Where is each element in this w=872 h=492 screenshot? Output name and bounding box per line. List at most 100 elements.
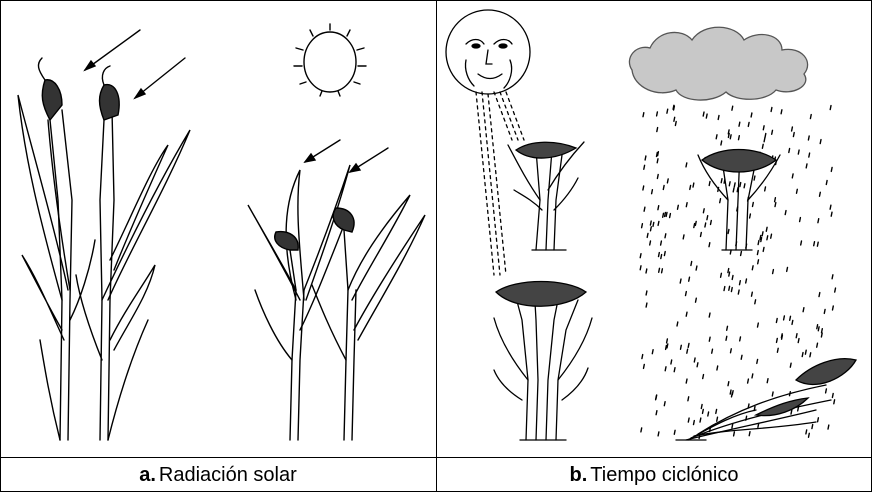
rain-drop [679,344,683,350]
rain-drop [699,231,702,238]
rain-drop [651,349,654,355]
rain-drop [670,359,673,365]
rain-drop [728,271,731,277]
rain-drop [731,423,734,429]
rain-drop [738,280,741,286]
rain-drop [760,236,763,243]
rain-drop [731,274,734,281]
table-border-center [436,0,437,492]
rain-drop [811,423,814,430]
rain-drop [776,347,779,353]
sun-ray-arrow [348,147,389,174]
rain-drop [655,111,659,117]
rain-drop [660,268,664,274]
rain-drop [790,126,794,132]
rice-plant-large-lower [493,280,593,441]
rain-drop [657,431,660,437]
rain-drop [682,234,685,240]
rain-drop [731,105,734,111]
rain-drop [719,197,722,204]
rain-drop [673,367,676,373]
sun-ray-arrow [83,29,141,72]
rice-plant-upright-right [697,148,781,251]
rain-drop [756,358,759,365]
rain-drop [800,240,803,246]
rain-drop [797,337,800,344]
rain-drop [649,226,653,232]
rain-drop [740,354,743,360]
rain-drop [819,138,822,145]
sun-icon [293,23,367,97]
rain-drop [694,297,697,303]
rain-drop [823,308,826,315]
rain-drop [692,182,695,188]
rain-drop [763,137,766,143]
rain-drop [774,201,777,208]
sun-face-icon [445,9,531,95]
rain-drop [802,307,805,313]
rain-drop [720,140,723,146]
rain-drop [788,147,791,154]
rain-drop [795,333,798,339]
rain-drop [640,222,644,229]
rice-plant-short-right [247,164,426,441]
rain-drop [731,390,734,396]
rain-drop [708,241,711,248]
rain-drop [761,231,764,237]
rain-drop [805,163,808,169]
rain-drop [797,149,800,155]
rain-drop [640,427,643,433]
caption-letter: b. [569,463,588,486]
rain-drop [654,395,658,401]
rain-drop [756,249,759,256]
rain-drop [663,401,666,407]
rain-drop [709,219,712,226]
rain-drop [700,403,703,410]
rain-drop [739,250,743,257]
rain-drop [641,353,644,360]
rain-drop [756,322,759,328]
rain-drop [727,129,730,135]
rain-drop [687,276,691,282]
rain-drop [715,408,718,415]
rain-drop [818,291,821,298]
rain-drop [757,239,760,246]
rain-drop [745,278,748,284]
rain-drop [726,325,729,331]
rain-drop [685,162,688,168]
rain-drop [664,344,668,351]
rain-drop [646,232,649,239]
rice-panicle [98,65,120,121]
rain-drop [639,252,642,259]
rain-drop [813,240,816,247]
panel-b-illustration [445,9,857,441]
rain-drop [820,332,823,338]
rain-drop [690,260,693,267]
rain-drop [831,305,834,311]
rain-drop [673,116,676,123]
caption-b: b. Tiempo ciclónico [436,458,872,492]
rain-drop [728,181,731,187]
rain-drop [685,201,688,208]
rain-drop [664,366,667,372]
rain-drop [666,108,669,114]
rain-drop [790,409,793,415]
rain-drop [816,342,819,348]
rain-drop [748,213,752,219]
rain-drop [746,378,750,384]
rain-drop [750,112,753,118]
rain-drops [639,104,837,440]
rain-drop [829,204,832,210]
rain-drop [642,363,646,370]
rain-drop [708,312,711,318]
rain-drop [771,268,775,275]
rain-drop [747,121,750,128]
rain-drop [659,240,663,246]
rain-drop [751,373,754,379]
rain-drop [657,220,660,227]
rain-drop [656,126,659,133]
rice-plant-tall-left [17,57,191,441]
rain-drop [687,342,690,349]
rain-drop [689,184,692,191]
rain-drop [701,408,704,415]
